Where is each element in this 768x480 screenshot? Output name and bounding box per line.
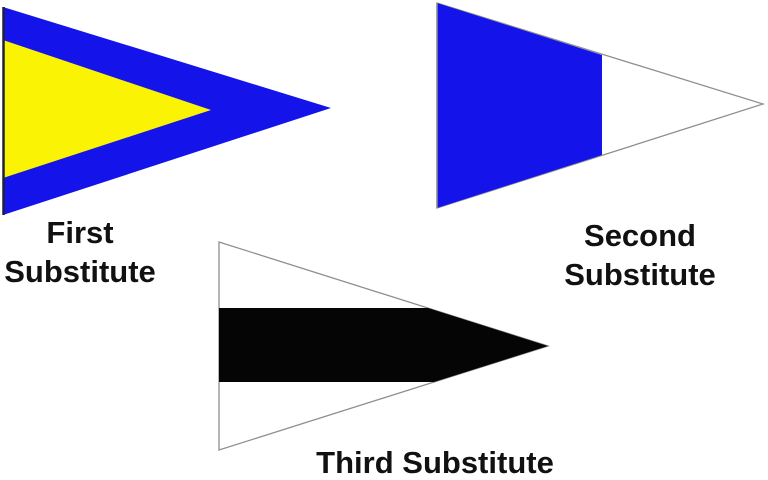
second-substitute-label: Second Substitute [540,216,740,294]
third-substitute-label: Third Substitute [316,445,554,480]
third-substitute-black-band [219,308,548,382]
third-substitute-pennant-icon [218,241,551,451]
second-substitute-label-line2: Substitute [564,257,716,292]
first-substitute-inner-triangle [3,40,211,178]
first-substitute-pennant-icon [2,7,331,215]
second-substitute-label-line1: Second [584,218,696,253]
second-substitute-blue-area [437,3,602,208]
first-substitute-label: First Substitute [0,213,160,291]
second-substitute-pennant-icon [436,2,766,209]
first-substitute-label-line2: Substitute [4,254,156,289]
first-substitute-label-line1: First [46,215,114,250]
